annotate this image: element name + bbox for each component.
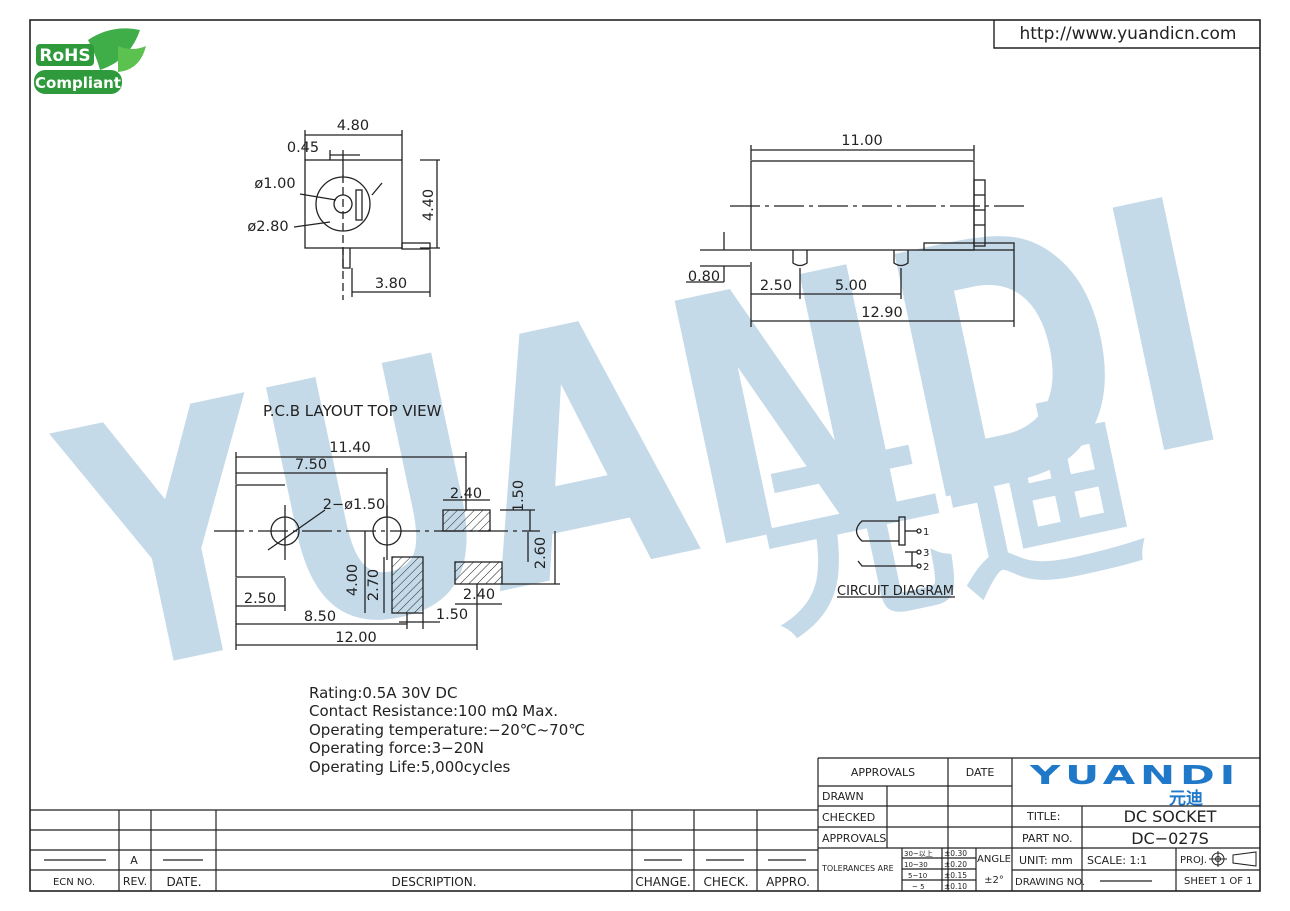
company-logo-cjk: 元迪	[1169, 788, 1203, 809]
dim-side-pitch2: 5.00	[835, 278, 867, 294]
pcb-title: P.C.B LAYOUT TOP VIEW	[263, 402, 442, 420]
dim-pcb-hole-x: 7.50	[295, 457, 327, 473]
spec-list: Rating:0.5A 30V DC Contact Resistance:10…	[309, 684, 585, 776]
hdr-ecn: ECN NO.	[53, 877, 95, 888]
dim-side-total: 12.90	[861, 305, 903, 321]
hdr-change: CHANGE.	[635, 875, 690, 889]
tol-value-2: ±0.20	[944, 860, 967, 869]
tb-proj: PROJ.	[1180, 855, 1207, 866]
dim-pcb-x2: 8.50	[304, 609, 336, 625]
hdr-check: CHECK.	[703, 875, 748, 889]
dim-pcb-holes: 2−ø1.50	[323, 497, 386, 513]
tol-range-3: 5~10	[908, 872, 927, 880]
dim-front-offset: 0.45	[287, 140, 319, 156]
watermark: YUANDI 元迪	[34, 126, 1255, 755]
tol-value-3: ±0.15	[944, 871, 967, 880]
circuit-pin-3: 3	[923, 548, 929, 559]
tb-angle-label: ANGLE	[977, 854, 1011, 865]
tb-checked: CHECKED	[822, 811, 875, 824]
tb-approvals: APPROVALS	[822, 832, 886, 845]
company-logo: YUANDI	[1028, 761, 1240, 791]
tol-value-4: ±0.10	[944, 882, 967, 891]
dim-front-lead: 3.80	[375, 276, 407, 292]
tb-angle-value: ±2°	[984, 875, 1004, 886]
tb-part-label: PART NO.	[1022, 832, 1072, 845]
tb-title-label: TITLE:	[1026, 810, 1060, 823]
tb-title-value: DC SOCKET	[1124, 807, 1217, 826]
tol-range-4: ~ 5	[912, 883, 925, 891]
title-block	[818, 757, 1260, 891]
rohs-label: RoHS	[39, 46, 90, 66]
spec-life: Operating Life:5,000cycles	[309, 758, 511, 776]
tol-range-1: 30~以上	[904, 849, 933, 858]
url-box[interactable]: http://www.yuandicn.com	[993, 20, 1260, 49]
dim-pcb-total-width: 11.40	[329, 440, 371, 456]
tb-unit: UNIT: mm	[1019, 854, 1073, 867]
dim-pcb-y1: 4.00	[345, 564, 361, 596]
dim-pcb-total: 12.00	[335, 630, 377, 646]
projection-icon	[1209, 851, 1257, 867]
dim-hole-diameter: ø2.80	[247, 219, 288, 235]
dim-pcb-pad-gap: 1.50	[436, 607, 468, 623]
circuit-pin-2: 2	[923, 562, 929, 573]
dim-pcb-x1: 2.50	[244, 591, 276, 607]
circuit-diagram	[837, 516, 955, 598]
pad-left	[391, 556, 424, 614]
pcb-layout	[214, 452, 560, 650]
dim-pcb-pad2-width: 2.40	[463, 587, 495, 603]
tb-sheet: SHEET 1 OF 1	[1184, 876, 1253, 887]
leaf-icon	[88, 28, 140, 70]
dim-pcb-pad-width: 2.40	[450, 486, 482, 502]
dim-front-height: 4.40	[421, 189, 437, 221]
circuit-title: CIRCUIT DIAGRAM	[837, 584, 954, 599]
compliant-label: Compliant	[35, 74, 121, 92]
rohs-badge: RoHS Compliant	[34, 28, 146, 94]
hdr-description: DESCRIPTION.	[391, 875, 476, 889]
tb-drawing-no: DRAWING NO.	[1015, 877, 1085, 888]
dim-side-length: 11.00	[841, 133, 883, 149]
tol-value-1: ±0.30	[944, 849, 967, 858]
spec-force: Operating force:3−20N	[309, 739, 484, 757]
dim-pcb-pad-length: 2.70	[366, 569, 382, 601]
hdr-rev: REV.	[123, 875, 147, 888]
tb-approvals-header: APPROVALS	[851, 766, 915, 779]
tb-drawn: DRAWN	[822, 790, 864, 803]
spec-rating: Rating:0.5A 30V DC	[309, 684, 457, 702]
dim-side-lead-height: 0.80	[688, 269, 720, 285]
spec-contact-resistance: Contact Resistance:100 mΩ Max.	[309, 702, 558, 720]
front-view	[293, 130, 440, 300]
spec-temperature: Operating temperature:−20℃~70℃	[309, 721, 585, 739]
tb-scale: SCALE: 1:1	[1087, 854, 1147, 867]
pad-top	[442, 509, 491, 532]
rev-value: A	[130, 854, 138, 867]
sheet-border	[29, 19, 1261, 892]
tb-date-header: DATE	[966, 766, 995, 779]
dim-front-width: 4.80	[337, 118, 369, 134]
revision-block	[30, 758, 819, 891]
dim-pin-diameter: ø1.00	[254, 176, 295, 192]
dim-pcb-pad-y: 2.60	[533, 537, 549, 569]
tb-tolerances: TOLERANCES ARE	[821, 864, 894, 873]
tb-part-value: DC−027S	[1131, 829, 1209, 848]
hdr-appro: APPRO.	[766, 875, 810, 889]
circuit-pin-1: 1	[923, 527, 929, 538]
side-view	[686, 145, 1025, 327]
pad-right	[454, 561, 503, 585]
dim-side-pitch1: 2.50	[760, 278, 792, 294]
hdr-date: DATE.	[166, 875, 201, 889]
tol-range-2: 10~30	[904, 861, 928, 869]
url-text[interactable]: http://www.yuandicn.com	[1019, 24, 1236, 44]
dim-pcb-pad-height: 1.50	[511, 480, 527, 512]
